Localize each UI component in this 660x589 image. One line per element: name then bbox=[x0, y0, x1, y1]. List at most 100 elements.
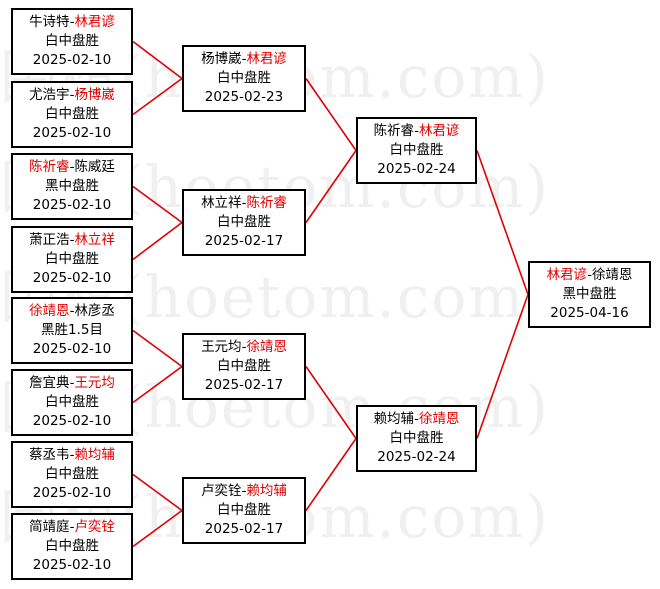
player-b: 杨博崴 bbox=[74, 87, 115, 103]
match-date: 2025-02-17 bbox=[204, 377, 284, 393]
bracket-connector-line bbox=[132, 185, 183, 224]
player-b: 林君谚 bbox=[418, 123, 460, 139]
match-players: 王元均-徐靖恩 bbox=[201, 339, 287, 355]
match-result: 白中盘胜 bbox=[45, 538, 99, 554]
match-players: 詹宜典-王元均 bbox=[29, 375, 115, 391]
player-a: 尤浩宇 bbox=[29, 87, 70, 103]
match-box-round2: 林立祥-陈祈睿 白中盘胜 2025-02-17 bbox=[182, 189, 306, 256]
match-result: 黑中盘胜 bbox=[562, 286, 617, 302]
player-a: 王元均 bbox=[201, 339, 242, 355]
player-b: 陈威廷 bbox=[74, 159, 115, 175]
player-a: 陈祈睿 bbox=[373, 123, 415, 139]
match-box-round1: 萧正浩-林立祥 白中盘胜 2025-02-10 bbox=[11, 226, 133, 293]
bracket-connector-line bbox=[305, 78, 357, 151]
bracket-connector-line bbox=[476, 150, 529, 295]
match-box-round1: 陈祈睿-陈威廷 黑中盘胜 2025-02-10 bbox=[11, 153, 133, 220]
match-players: 林君谚-徐靖恩 bbox=[546, 267, 633, 283]
player-b: 徐靖恩 bbox=[418, 411, 460, 427]
match-box-round1: 简靖庭-卢奕铨 白中盘胜 2025-02-10 bbox=[11, 513, 133, 580]
player-b: 林立祥 bbox=[74, 232, 115, 248]
match-players: 尤浩宇-杨博崴 bbox=[29, 87, 115, 103]
match-date: 2025-02-24 bbox=[377, 161, 456, 177]
player-a: 杨博崴 bbox=[201, 51, 242, 67]
bracket-connector-line bbox=[305, 438, 357, 511]
match-date: 2025-02-17 bbox=[204, 521, 284, 537]
match-box-round1: 蔡丞韦-赖均辅 白中盘胜 2025-02-10 bbox=[11, 441, 133, 508]
bracket-connector-line bbox=[132, 509, 183, 548]
player-a: 卢奕铨 bbox=[201, 483, 242, 499]
match-date: 2025-02-10 bbox=[32, 413, 112, 429]
player-a: 林立祥 bbox=[201, 195, 242, 211]
match-result: 白中盘胜 bbox=[45, 33, 99, 49]
match-players: 牛诗特-林君谚 bbox=[29, 14, 115, 30]
player-a: 蔡丞韦 bbox=[29, 447, 70, 463]
match-date: 2025-02-10 bbox=[32, 485, 112, 501]
match-players: 卢奕铨-赖均辅 bbox=[201, 483, 287, 499]
player-b: 徐靖恩 bbox=[246, 339, 287, 355]
match-date: 2025-02-24 bbox=[377, 449, 456, 465]
match-result: 黑胜1.5目 bbox=[41, 322, 103, 338]
match-result: 白中盘胜 bbox=[45, 251, 99, 267]
match-result: 白中盘胜 bbox=[389, 430, 444, 446]
match-date: 2025-02-10 bbox=[32, 125, 112, 141]
match-players: 赖均辅-徐靖恩 bbox=[373, 411, 460, 427]
player-a: 陈祈睿 bbox=[29, 159, 70, 175]
player-a: 萧正浩 bbox=[29, 232, 70, 248]
bracket-connector-line bbox=[305, 150, 357, 223]
match-players: 徐靖恩-林彦丞 bbox=[29, 303, 115, 319]
match-date: 2025-02-10 bbox=[32, 52, 112, 68]
bracket-connector-line bbox=[132, 329, 183, 368]
player-b: 林彦丞 bbox=[74, 303, 115, 319]
player-b: 王元均 bbox=[74, 375, 115, 391]
match-box-round3: 赖均辅-徐靖恩 白中盘胜 2025-02-24 bbox=[356, 405, 477, 472]
match-box-round2: 王元均-徐靖恩 白中盘胜 2025-02-17 bbox=[182, 333, 306, 400]
player-a: 赖均辅 bbox=[373, 411, 415, 427]
player-b: 林君谚 bbox=[246, 51, 287, 67]
player-b: 陈祈睿 bbox=[246, 195, 287, 211]
bracket-connector-line bbox=[305, 366, 357, 439]
player-b: 赖均辅 bbox=[74, 447, 115, 463]
match-date: 2025-02-17 bbox=[204, 233, 284, 249]
match-box-round1: 尤浩宇-杨博崴 白中盘胜 2025-02-10 bbox=[11, 81, 133, 148]
player-b: 卢奕铨 bbox=[74, 519, 115, 535]
match-players: 陈祈睿-陈威廷 bbox=[29, 159, 115, 175]
match-result: 白中盘胜 bbox=[217, 358, 271, 374]
match-players: 萧正浩-林立祥 bbox=[29, 232, 115, 248]
bracket-connector-line bbox=[476, 294, 529, 439]
bracket-connector-line bbox=[132, 77, 183, 116]
match-box-round3: 陈祈睿-林君谚 白中盘胜 2025-02-24 bbox=[356, 117, 477, 184]
match-result: 白中盘胜 bbox=[45, 394, 99, 410]
match-date: 2025-02-10 bbox=[32, 557, 112, 573]
match-box-round1: 徐靖恩-林彦丞 黑胜1.5目 2025-02-10 bbox=[11, 297, 133, 364]
match-date: 2025-04-16 bbox=[550, 305, 629, 321]
bracket-connector-line bbox=[132, 365, 183, 404]
player-a: 林君谚 bbox=[546, 267, 588, 283]
bracket-connector-line bbox=[132, 40, 183, 80]
match-players: 林立祥-陈祈睿 bbox=[201, 195, 287, 211]
match-result: 白中盘胜 bbox=[45, 106, 99, 122]
match-result: 黑中盘胜 bbox=[45, 178, 99, 194]
player-a: 简靖庭 bbox=[29, 519, 70, 535]
match-date: 2025-02-23 bbox=[204, 89, 284, 105]
match-result: 白中盘胜 bbox=[389, 142, 444, 158]
match-box-round2: 杨博崴-林君谚 白中盘胜 2025-02-23 bbox=[182, 45, 306, 112]
match-box-final: 林君谚-徐靖恩 黑中盘胜 2025-04-16 bbox=[528, 261, 651, 328]
match-result: 白中盘胜 bbox=[217, 502, 271, 518]
match-players: 陈祈睿-林君谚 bbox=[373, 123, 460, 139]
match-players: 蔡丞韦-赖均辅 bbox=[29, 447, 115, 463]
match-box-round2: 卢奕铨-赖均辅 白中盘胜 2025-02-17 bbox=[182, 477, 306, 544]
bracket-connector-line bbox=[132, 473, 183, 512]
match-date: 2025-02-10 bbox=[32, 270, 112, 286]
match-players: 简靖庭-卢奕铨 bbox=[29, 519, 115, 535]
match-result: 白中盘胜 bbox=[217, 70, 271, 86]
player-a: 詹宜典 bbox=[29, 375, 70, 391]
player-b: 徐靖恩 bbox=[591, 267, 633, 283]
match-box-round1: 牛诗特-林君谚 白中盘胜 2025-02-10 bbox=[11, 8, 133, 75]
player-b: 赖均辅 bbox=[246, 483, 287, 499]
match-result: 白中盘胜 bbox=[217, 214, 271, 230]
player-a: 牛诗特 bbox=[29, 14, 70, 30]
match-date: 2025-02-10 bbox=[32, 341, 112, 357]
player-b: 林君谚 bbox=[74, 14, 115, 30]
player-a: 徐靖恩 bbox=[29, 303, 70, 319]
